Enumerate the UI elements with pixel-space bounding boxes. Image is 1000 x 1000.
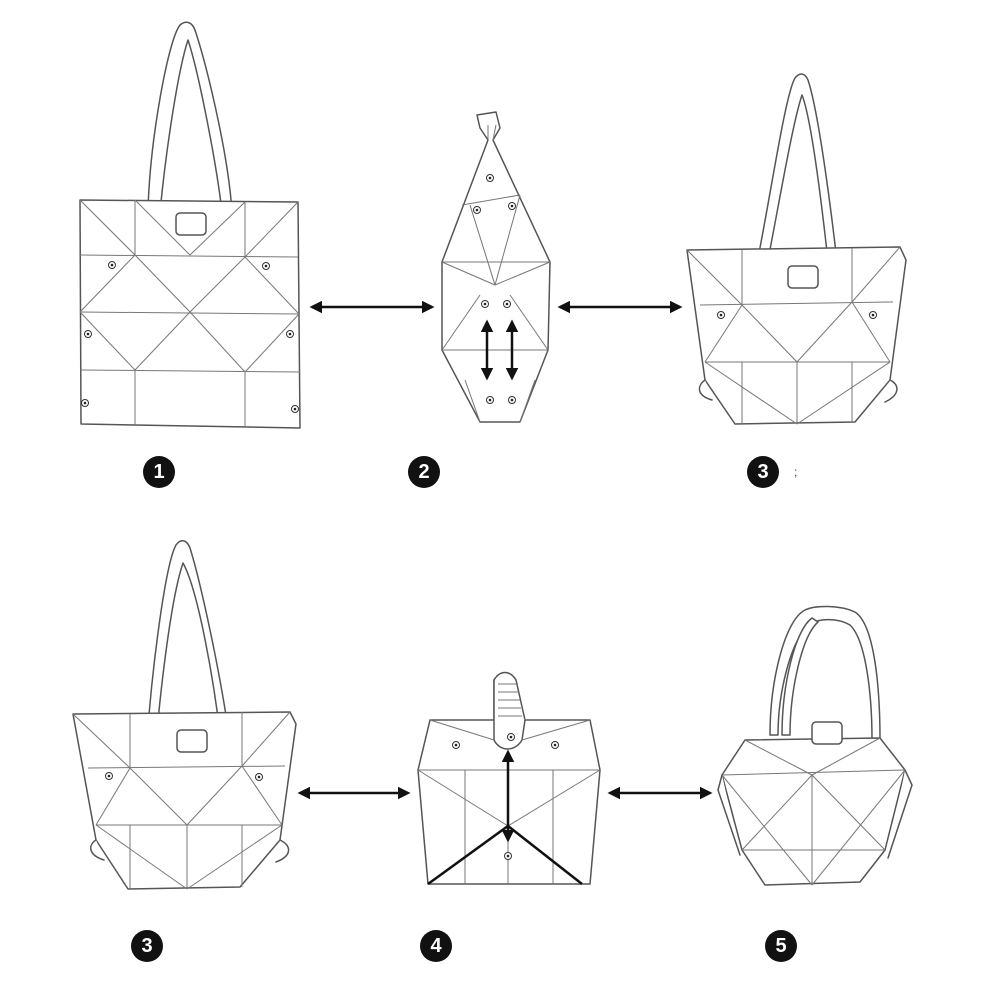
- step-badge-3-top: 3 ;: [747, 456, 797, 488]
- step-number: 2: [418, 461, 429, 483]
- bag-compact-illustration: [717, 605, 913, 886]
- step-badge-2: 2: [408, 456, 440, 488]
- bag-tote-illustration-top: [686, 73, 907, 425]
- step-note: ;: [794, 465, 797, 479]
- step-number: 4: [430, 935, 442, 957]
- bag-flat-open-illustration: [79, 21, 301, 429]
- step-number: 3: [757, 461, 768, 483]
- bag-folded-narrow-illustration: [441, 111, 551, 423]
- bag-top-folded-illustration: [417, 671, 601, 886]
- step-number: 5: [775, 935, 786, 957]
- step-badge-3-bottom: 3: [131, 930, 163, 962]
- step-badge-4: 4: [420, 930, 452, 962]
- step-number: 1: [153, 461, 164, 483]
- step-number: 3: [141, 935, 152, 957]
- step-badge-5: 5: [765, 930, 797, 962]
- bag-tote-illustration-bottom: [72, 540, 297, 890]
- step-badge-1: 1: [143, 456, 175, 488]
